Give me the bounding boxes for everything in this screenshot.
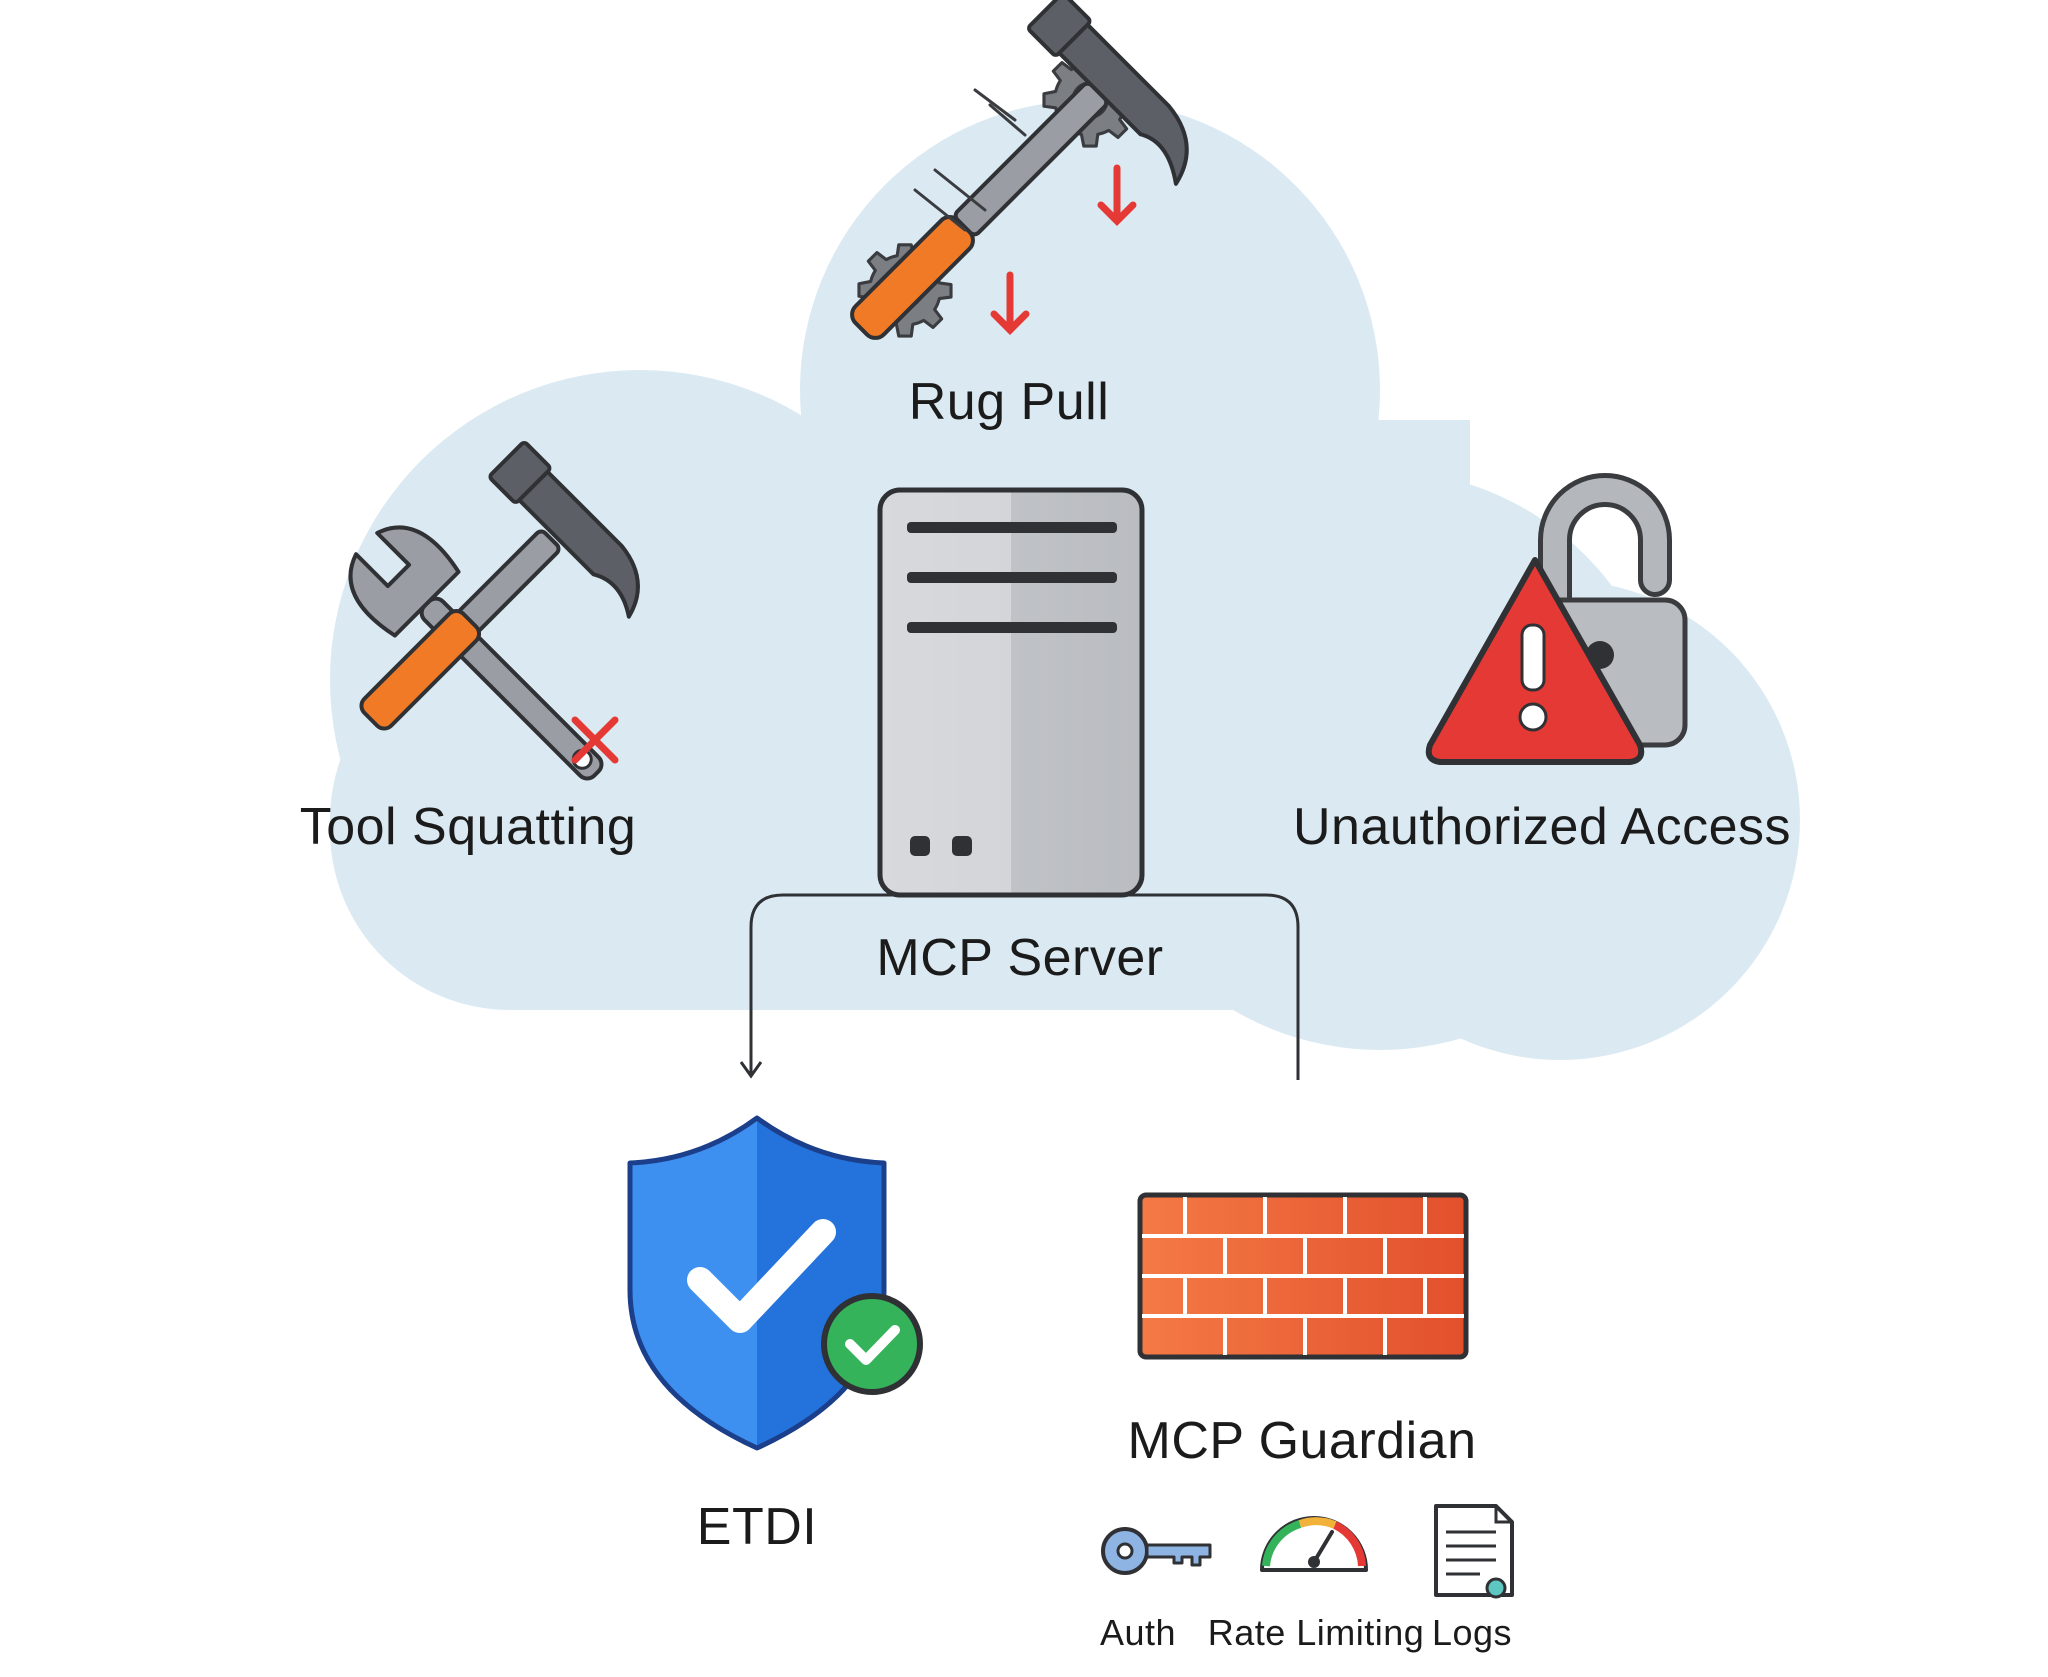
shield-check-icon [627,1115,923,1451]
mcp-server-label: MCP Server [876,929,1164,987]
tool-squatting-icon [348,441,640,781]
logs-label: Logs [1431,1612,1513,1653]
etdi-label: ETDI [696,1498,818,1556]
brick-firewall-icon [1137,1192,1469,1360]
unauthorized-access-label: Unauthorized Access [1293,798,1791,856]
document-icon [1434,1504,1514,1599]
auth-label: Auth [1099,1612,1177,1653]
key-icon [1101,1527,1212,1575]
tool-squatting-label: Tool Squatting [299,798,637,856]
connector-lines [739,893,1300,1080]
rug-pull-label: Rug Pull [908,373,1110,431]
rug-pull-icon [850,0,1189,340]
server-tower-icon [877,487,1145,898]
gauge-icon [1260,1516,1368,1572]
rate-limiting-label: Rate Limiting [1207,1612,1425,1653]
unauthorized-access-icon [1425,473,1688,765]
mcp-guardian-label: MCP Guardian [1127,1412,1477,1470]
